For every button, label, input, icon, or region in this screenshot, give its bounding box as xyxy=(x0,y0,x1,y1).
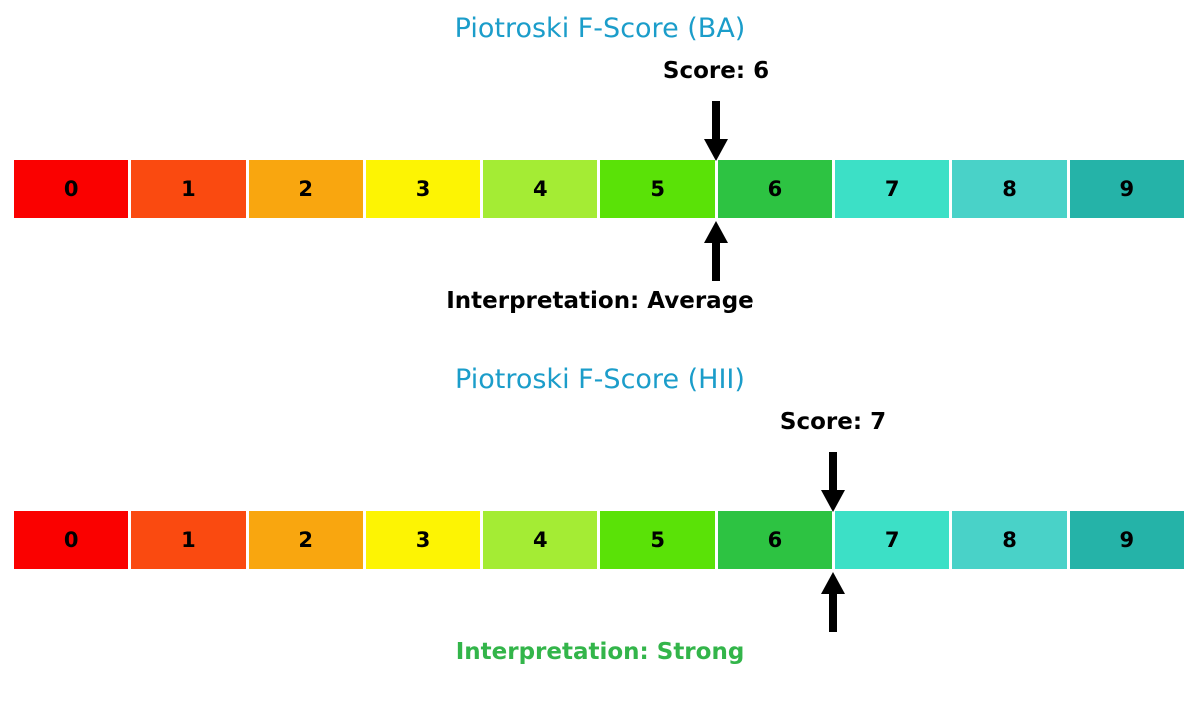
chart-title: Piotroski F-Score (BA) xyxy=(454,13,746,44)
scale-cell-label: 4 xyxy=(533,528,548,552)
scale-cell-7: 7 xyxy=(835,160,950,218)
arrow-up-icon xyxy=(699,221,733,281)
scale-cell-2: 2 xyxy=(248,511,363,569)
chart-hii: Piotroski F-Score (HII) Score: 7 0 1 2 3 4 5 6… xyxy=(0,351,1200,702)
scale-cell-3: 3 xyxy=(365,511,481,569)
scale-cell-0: 0 xyxy=(14,511,129,569)
interpretation-label: Interpretation: Average xyxy=(446,288,754,314)
scale-cell-4: 4 xyxy=(483,511,598,569)
scale-cell-label: 8 xyxy=(1002,528,1017,552)
scale-cell-label: 1 xyxy=(181,177,196,201)
arrow-down-icon xyxy=(699,101,733,161)
scale-cell-5: 5 xyxy=(600,160,715,218)
scale-cell-label: 6 xyxy=(767,528,783,552)
scale-cell-label: 2 xyxy=(298,177,314,201)
scale-cell-label: 2 xyxy=(298,528,314,552)
score-label: Score: 7 xyxy=(779,409,887,435)
scale-cell-9: 9 xyxy=(1069,511,1184,569)
scale-cell-label: 6 xyxy=(767,177,783,201)
scale-cell-3: 3 xyxy=(365,160,481,218)
scale-cell-9: 9 xyxy=(1069,160,1184,218)
scale-cell-8: 8 xyxy=(952,511,1067,569)
scale-cell-8: 8 xyxy=(952,160,1067,218)
scale-cell-7: 7 xyxy=(835,511,950,569)
scale-cell-6: 6 xyxy=(717,160,833,218)
scale-cell-label: 9 xyxy=(1119,177,1135,201)
arrow-down-icon xyxy=(816,452,850,512)
chart-title: Piotroski F-Score (HII) xyxy=(455,364,745,395)
scale-cell-5: 5 xyxy=(600,511,715,569)
scale-cell-1: 1 xyxy=(131,160,246,218)
scale-cell-2: 2 xyxy=(248,160,363,218)
scale-cell-label: 3 xyxy=(415,528,431,552)
scale-cell-label: 7 xyxy=(884,177,900,201)
scale-cell-label: 4 xyxy=(533,177,548,201)
scale-cell-label: 5 xyxy=(650,177,665,201)
scale-cell-label: 3 xyxy=(415,177,431,201)
scale-cell-label: 1 xyxy=(181,528,196,552)
scale-cell-0: 0 xyxy=(14,160,129,218)
scale-cell-label: 7 xyxy=(884,528,900,552)
scale-cell-4: 4 xyxy=(483,160,598,218)
arrow-up-icon xyxy=(816,572,850,632)
scale-cell-label: 0 xyxy=(63,528,79,552)
scale-cell-label: 9 xyxy=(1119,528,1135,552)
scale-cell-6: 6 xyxy=(717,511,833,569)
scale-cell-label: 5 xyxy=(650,528,665,552)
interpretation-label: Interpretation: Strong xyxy=(455,639,745,665)
scale-cell-1: 1 xyxy=(131,511,246,569)
scale-cell-label: 8 xyxy=(1002,177,1017,201)
scale-cell-label: 0 xyxy=(63,177,79,201)
score-bar: 0 1 2 3 4 5 6 7 8 9 xyxy=(14,160,1184,218)
score-bar: 0 1 2 3 4 5 6 7 8 9 xyxy=(14,511,1184,569)
chart-ba: Piotroski F-Score (BA) Score: 6 0 1 2 3 4 5 6 7… xyxy=(14,13,1184,314)
score-label: Score: 6 xyxy=(662,58,770,84)
